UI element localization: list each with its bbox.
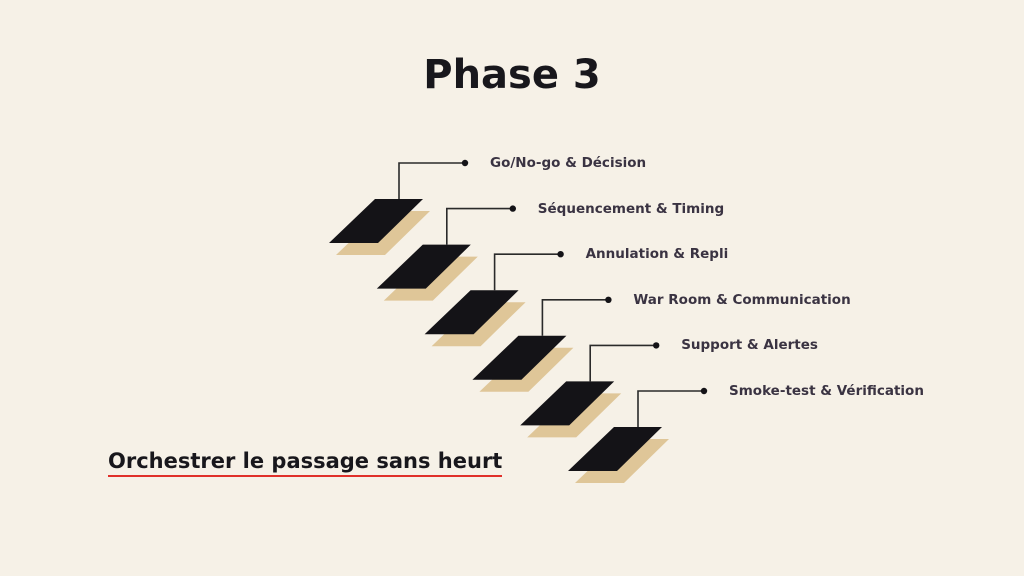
step-label: War Room & Communication <box>633 291 851 308</box>
step-6 <box>568 387 708 483</box>
step-block <box>376 244 471 289</box>
step-block <box>329 199 423 243</box>
connector-dot <box>461 159 469 167</box>
step-4 <box>472 296 612 392</box>
step-2 <box>376 205 516 301</box>
step-label: Support & Alertes <box>681 337 818 354</box>
connector-dot <box>605 296 612 303</box>
connector-line <box>589 344 657 382</box>
step-5 <box>520 342 660 438</box>
step-block <box>520 381 615 426</box>
connector-dot <box>653 342 660 349</box>
step-block <box>472 335 567 380</box>
connector-line <box>398 162 465 199</box>
step-label: Annulation & Repli <box>585 246 729 263</box>
step-label: Go/No-go & Décision <box>490 155 647 171</box>
step-block <box>424 290 519 335</box>
connector-line <box>493 253 561 291</box>
page-title: Phase 3 <box>423 52 601 98</box>
step-label: Séquencement & Timing <box>537 200 725 217</box>
step-1 <box>329 159 469 255</box>
step-block <box>568 427 662 471</box>
connector-dot <box>509 205 516 212</box>
connector-line <box>445 207 513 245</box>
connector-line <box>541 298 609 336</box>
subtitle: Orchestrer le passage sans heurt <box>108 449 503 477</box>
step-label: Smoke-test & Vérification <box>729 383 924 399</box>
connector-dot <box>700 387 708 395</box>
connector-line <box>637 390 704 427</box>
step-3 <box>424 251 564 347</box>
connector-dot <box>557 251 564 258</box>
